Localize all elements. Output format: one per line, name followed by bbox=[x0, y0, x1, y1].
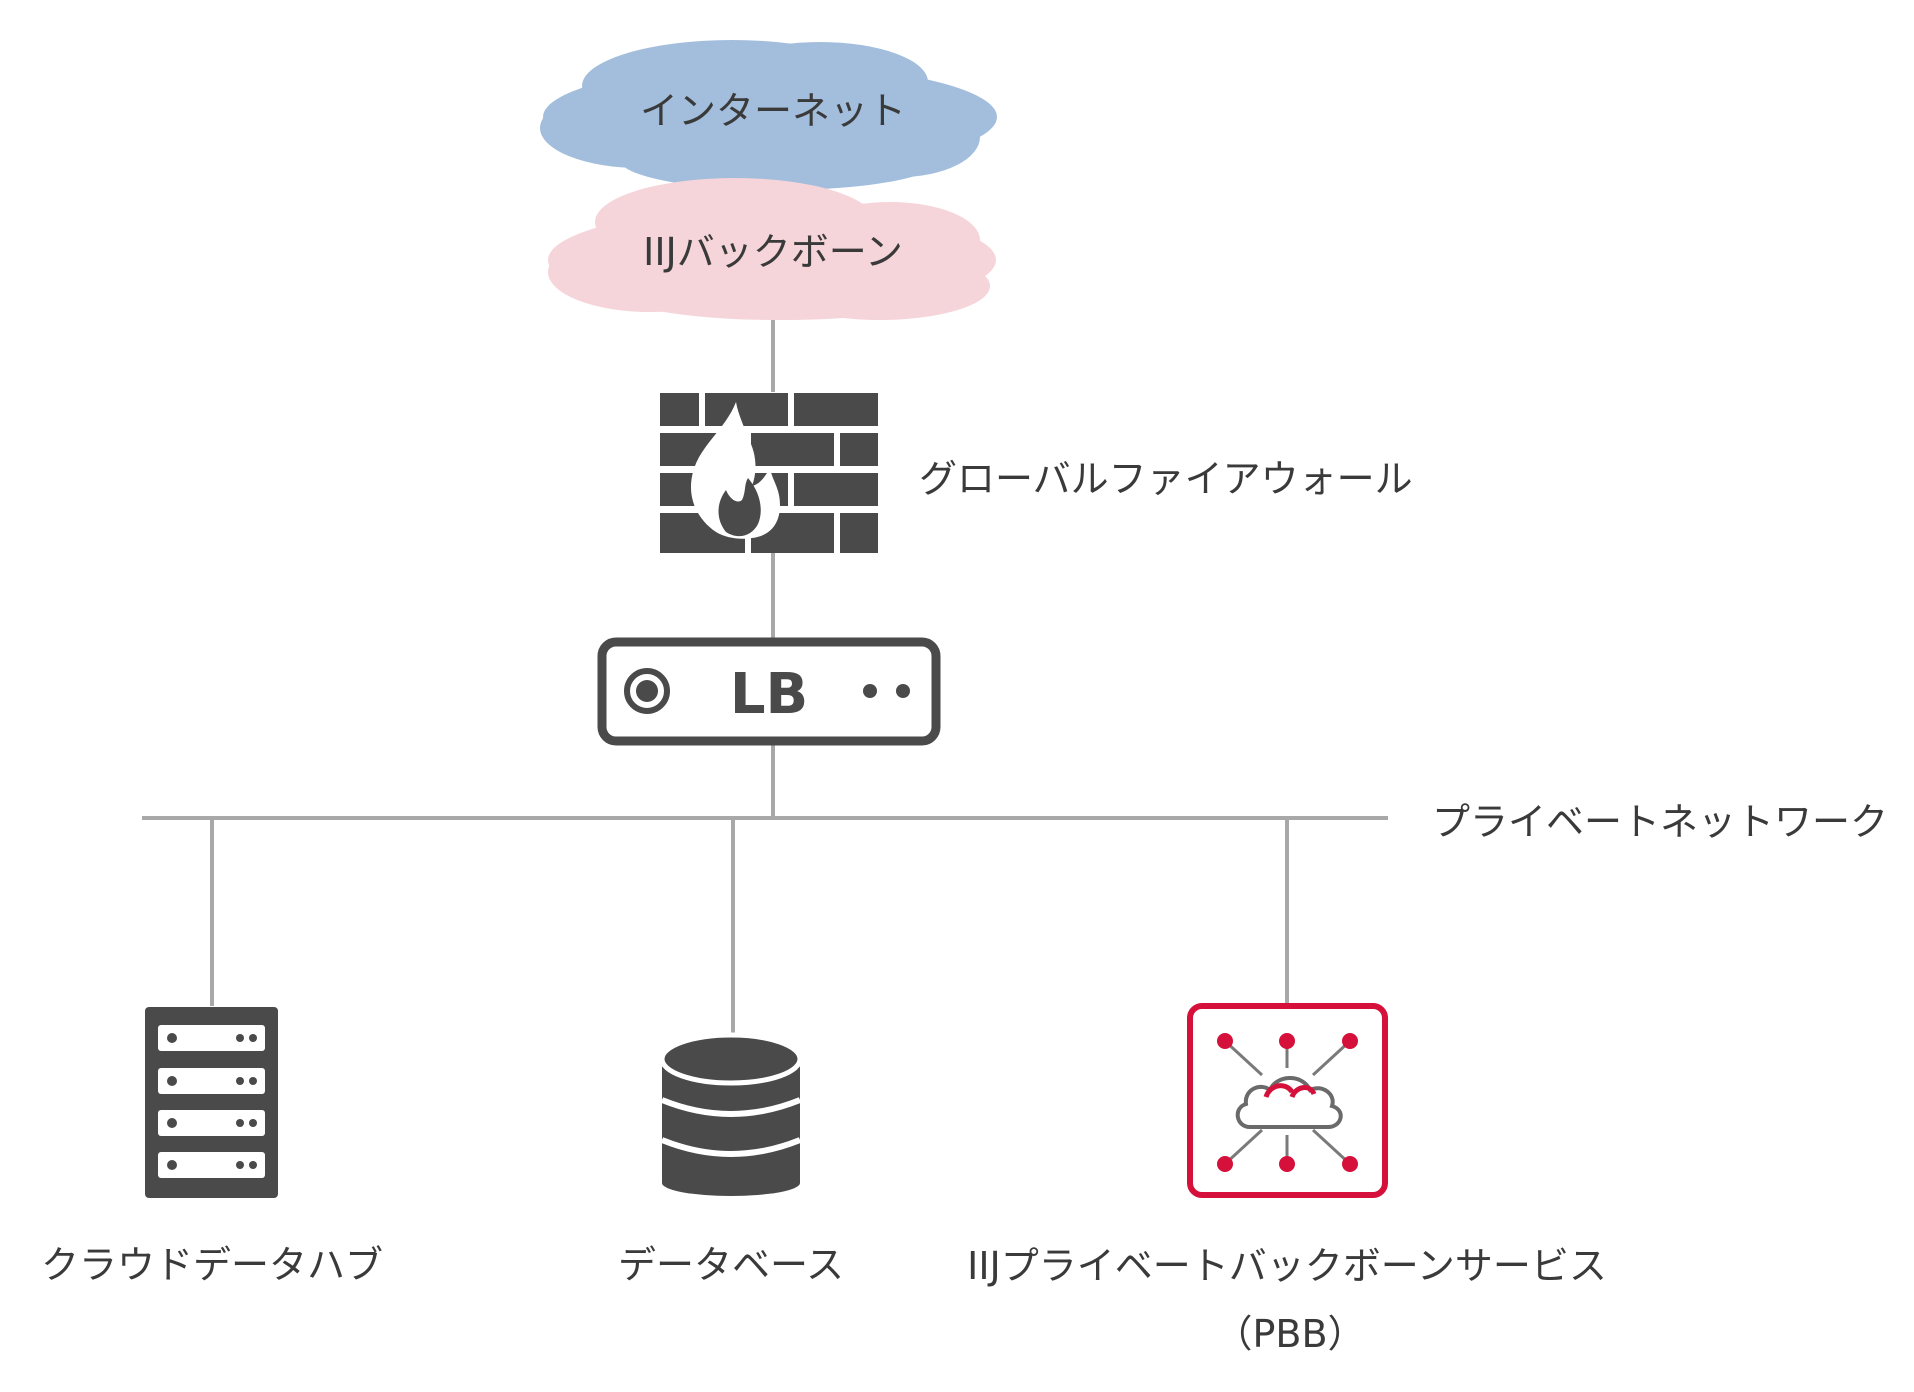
internet-cloud-icon bbox=[540, 40, 997, 190]
pbb-icon bbox=[1187, 1003, 1388, 1198]
private-network-label: プライベートネットワーク bbox=[1432, 800, 1889, 844]
firewall-label: グローバルファイアウォール bbox=[919, 457, 1413, 501]
pbb-label-line2: （PBB） bbox=[1214, 1312, 1366, 1356]
cloud-data-hub-label: クラウドデータハブ bbox=[40, 1243, 384, 1287]
internet-label: インターネット bbox=[639, 89, 907, 133]
server-rack-icon bbox=[145, 1007, 278, 1198]
load-balancer-label: LB bbox=[729, 662, 809, 727]
connection-lines bbox=[142, 320, 1388, 1033]
firewall-icon bbox=[660, 393, 878, 553]
database-icon bbox=[659, 1032, 803, 1196]
backbone-cloud-icon bbox=[548, 178, 996, 320]
pbb-label-line1: IIJプライベートバックボーンサービス bbox=[967, 1244, 1607, 1288]
backbone-label: IIJバックボーン bbox=[643, 230, 903, 274]
database-label: データベース bbox=[617, 1243, 845, 1287]
load-balancer-icon bbox=[597, 637, 941, 746]
